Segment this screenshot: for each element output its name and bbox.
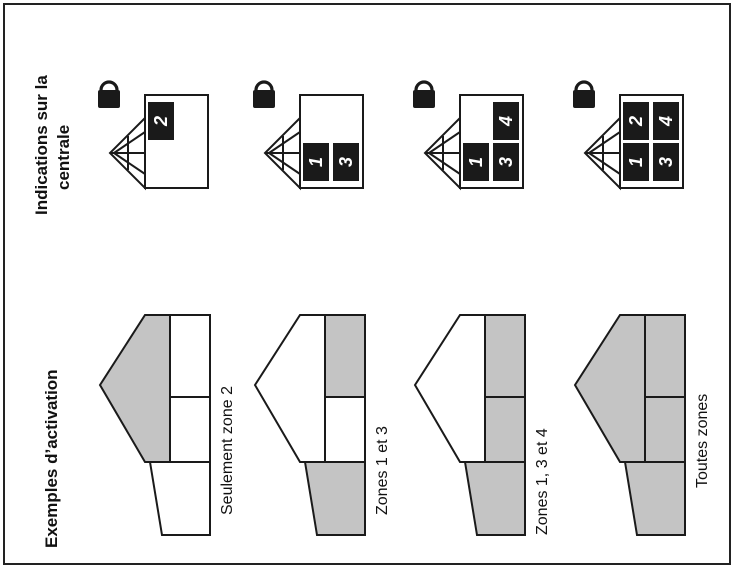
example-caption: Seulement zone 2 xyxy=(219,386,236,515)
panel-cell-zone-4: 4 xyxy=(493,102,519,140)
house-zone-1 xyxy=(305,462,365,535)
svg-text:3: 3 xyxy=(336,157,356,167)
panel-cell-zone-1: 1 xyxy=(623,143,649,181)
house-zone-3 xyxy=(645,315,685,397)
house-zone-1 xyxy=(465,462,525,535)
panel-box xyxy=(619,94,684,189)
house-zone-2 xyxy=(255,315,325,462)
house-zone-1 xyxy=(150,462,210,535)
example-3: Zones 1, 3 et 4 1 xyxy=(413,80,551,536)
house-zone-4 xyxy=(170,397,210,462)
panel-cell-zone-1: 1 xyxy=(463,143,489,181)
house-zone-2 xyxy=(100,315,170,462)
svg-text:2: 2 xyxy=(626,116,646,127)
house-zone-1 xyxy=(625,462,685,535)
control-panel: 1 3 xyxy=(253,80,364,191)
control-panel: 1 2 3 4 xyxy=(573,80,684,191)
padlock-icon xyxy=(98,80,120,108)
panel-cell-zone-2: 2 xyxy=(623,102,649,140)
svg-text:1: 1 xyxy=(306,157,326,167)
svg-text:4: 4 xyxy=(496,116,516,127)
house-zone-3 xyxy=(485,315,525,397)
example-4: Toutes zones 1 xyxy=(573,80,711,536)
example-caption: Zones 1 et 3 xyxy=(374,426,391,515)
panel-cell-zone-4: 4 xyxy=(653,102,679,140)
svg-text:1: 1 xyxy=(626,157,646,167)
padlock-icon xyxy=(573,80,595,108)
house-zone-3 xyxy=(325,315,365,397)
house-drawing xyxy=(98,314,211,536)
padlock-icon xyxy=(253,80,275,108)
house-zone-4 xyxy=(645,397,685,462)
indications-header-line2: centrale xyxy=(54,125,73,190)
page-border xyxy=(3,3,731,565)
example-caption: Toutes zones xyxy=(694,394,711,488)
greenhouse-icon xyxy=(583,115,621,191)
house-drawing xyxy=(413,314,526,536)
svg-text:2: 2 xyxy=(151,116,171,127)
greenhouse-icon xyxy=(263,115,301,191)
panel-cell-zone-3: 3 xyxy=(333,143,359,181)
house-drawing xyxy=(573,314,686,536)
examples-header: Exemples d’activation xyxy=(42,369,61,548)
house-zone-4 xyxy=(485,397,525,462)
example-2: Zones 1 et 3 1 xyxy=(253,80,391,536)
greenhouse-icon xyxy=(108,115,146,191)
svg-text:1: 1 xyxy=(466,157,486,167)
padlock-icon xyxy=(413,80,435,108)
control-panel: 2 xyxy=(98,80,209,191)
panel-cell-zone-1: 1 xyxy=(303,143,329,181)
panel-cell-zone-3: 3 xyxy=(653,143,679,181)
house-drawing xyxy=(253,314,366,536)
panel-cell-zone-2: 2 xyxy=(148,102,174,140)
greenhouse-icon xyxy=(423,115,461,191)
panel-box xyxy=(299,94,364,189)
panel-cell-zone-3: 3 xyxy=(493,143,519,181)
panel-box xyxy=(144,94,209,189)
panel-box xyxy=(459,94,524,189)
example-1: Seulement zone 2 xyxy=(98,80,236,536)
house-zone-4 xyxy=(325,397,365,462)
control-panel: 1 3 4 xyxy=(413,80,524,191)
svg-text:3: 3 xyxy=(656,157,676,167)
example-caption: Zones 1, 3 et 4 xyxy=(534,428,551,535)
svg-text:4: 4 xyxy=(656,116,676,127)
house-zone-2 xyxy=(415,315,485,462)
indications-header-line1: Indications sur la xyxy=(32,75,51,215)
svg-text:3: 3 xyxy=(496,157,516,167)
house-zone-3 xyxy=(170,315,210,397)
examples-layer: Seulement zone 2 xyxy=(98,80,711,536)
house-zone-2 xyxy=(575,315,645,462)
